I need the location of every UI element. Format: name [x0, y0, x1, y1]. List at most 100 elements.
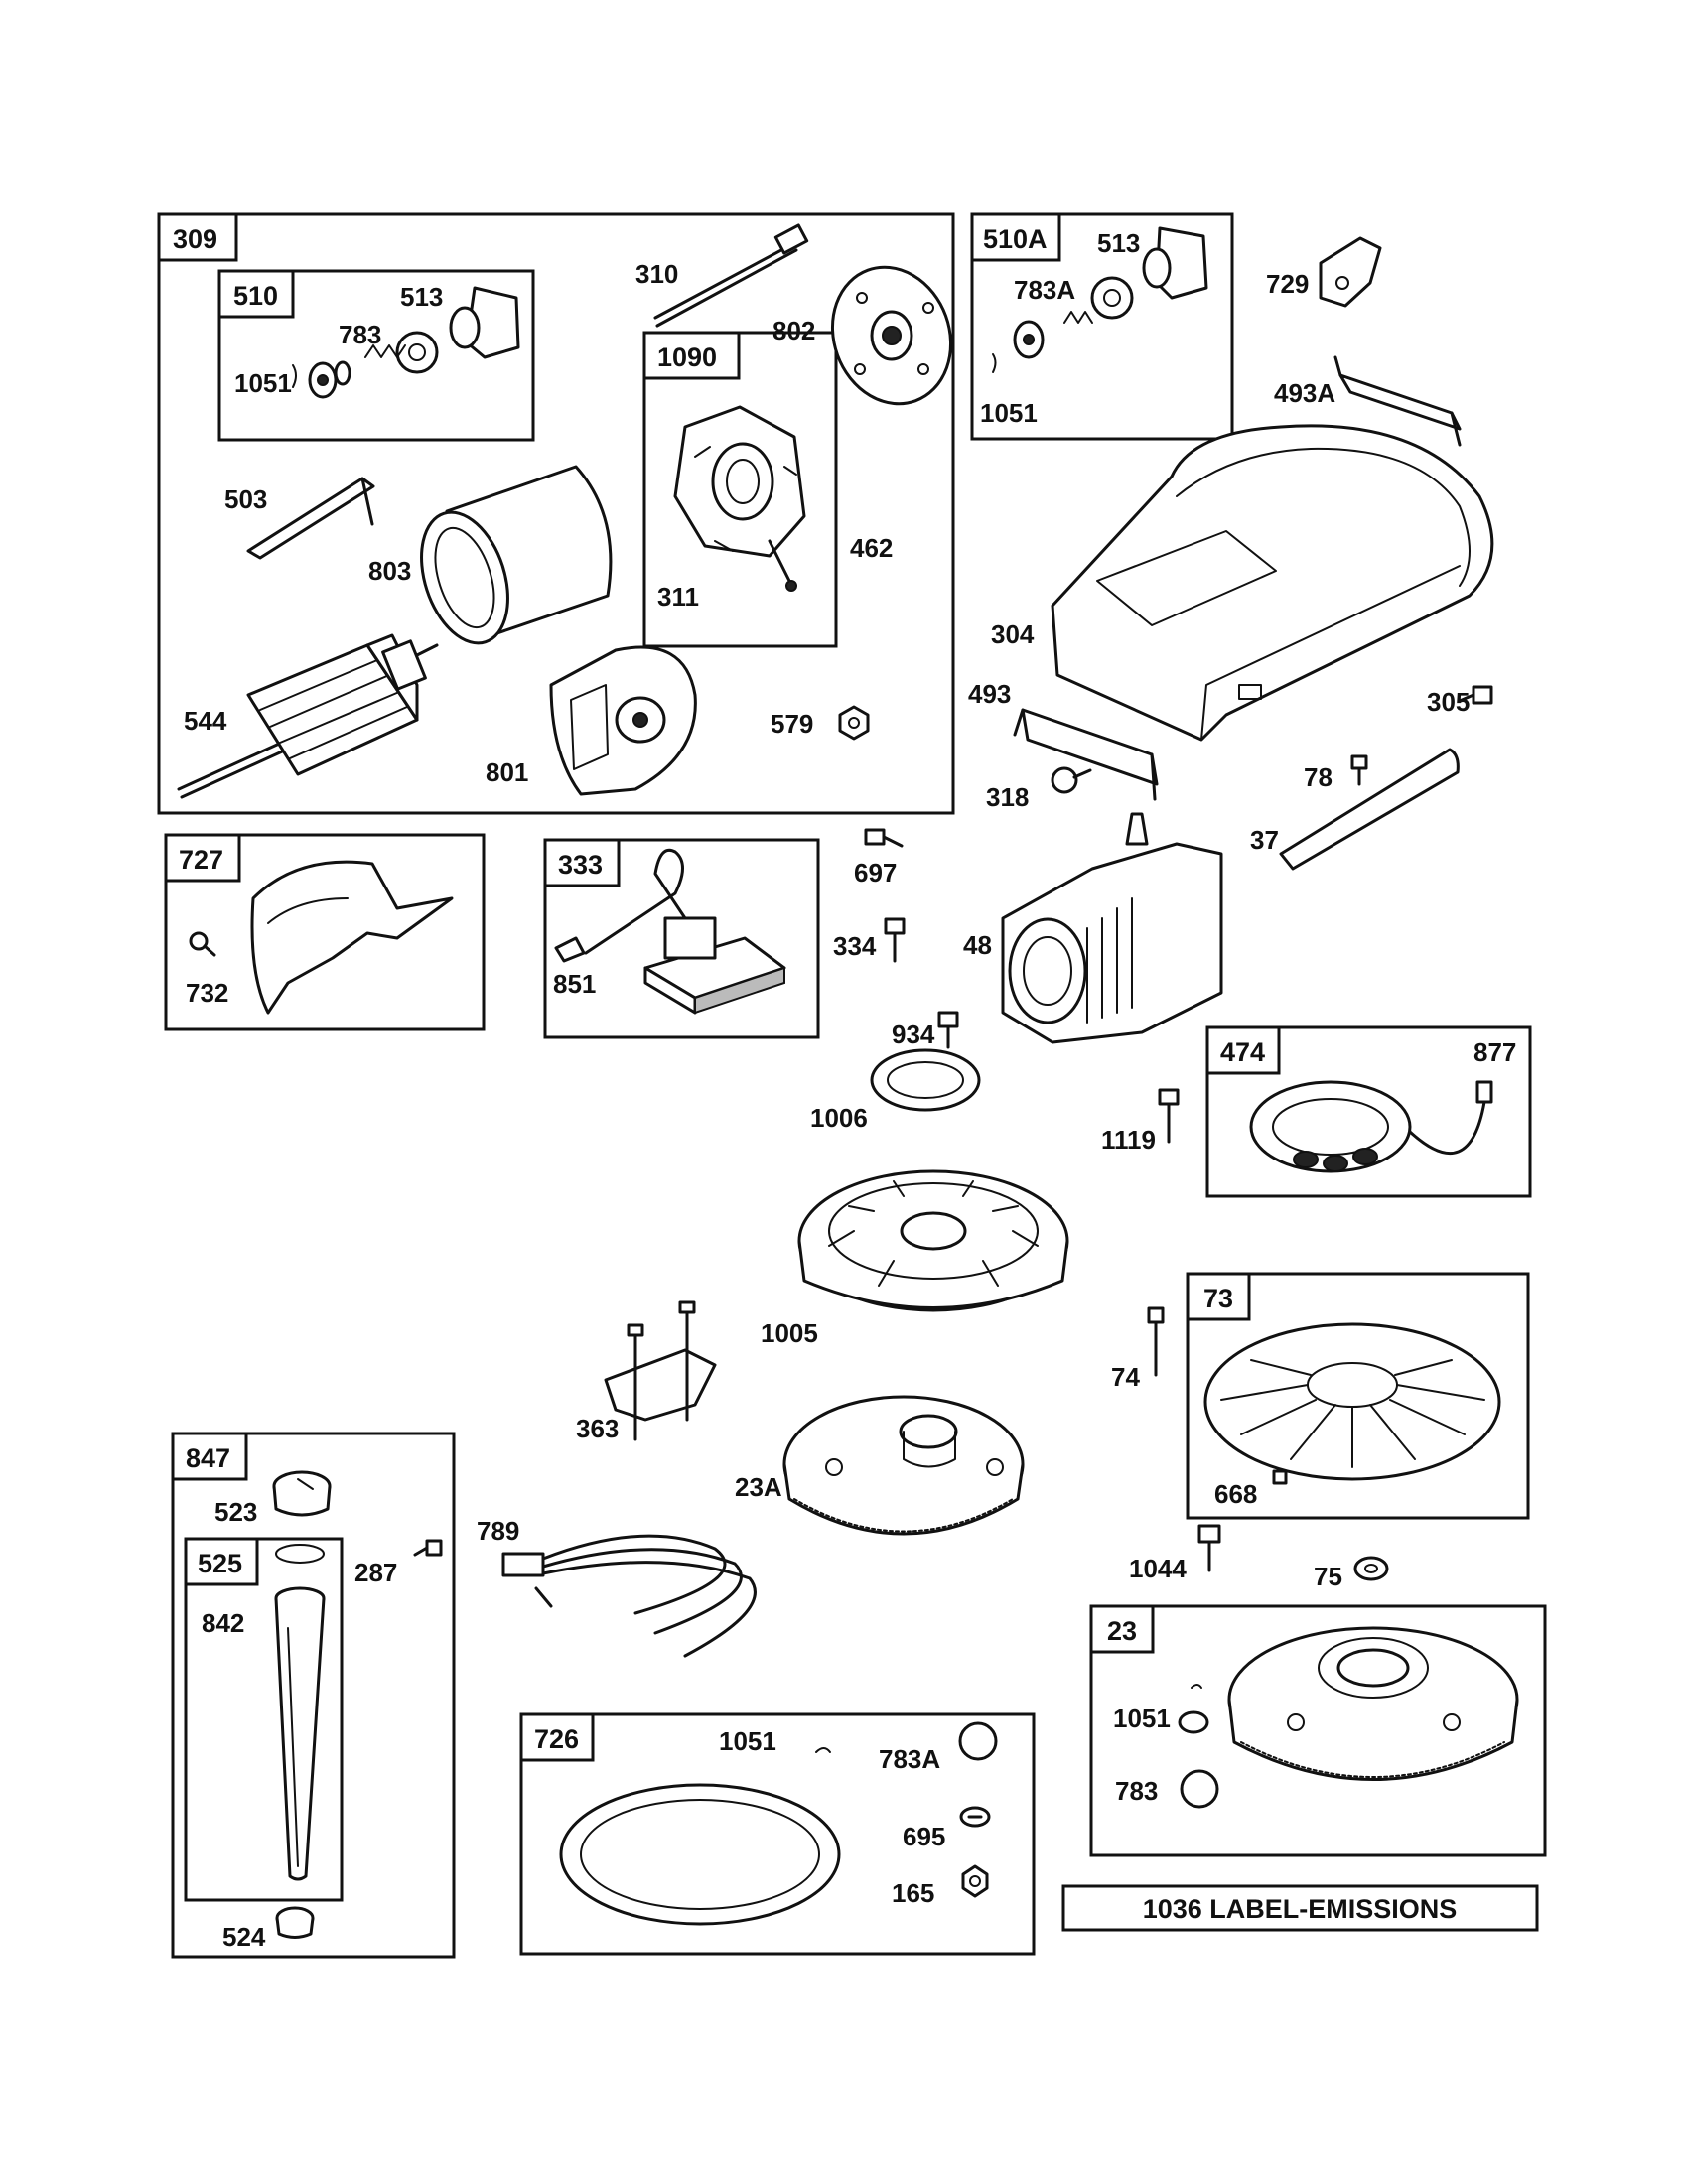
gear-783-23-drawing: [1180, 1769, 1219, 1809]
group-1090: 1090: [642, 331, 838, 648]
group-23-label: 23: [1107, 1616, 1137, 1646]
ring-1006-drawing: [870, 1048, 981, 1112]
housing-803-drawing: [420, 465, 613, 645]
bolt-310-drawing: [653, 223, 809, 328]
flywheel-23-drawing: [1227, 1626, 1519, 1781]
part-label-305: 305: [1427, 687, 1470, 717]
part-label-695: 695: [903, 1822, 945, 1851]
fan-1005-drawing: [797, 1169, 1069, 1312]
part-label-363: 363: [576, 1414, 619, 1443]
part-label-842: 842: [202, 1608, 244, 1638]
part-label-513: 513: [400, 282, 443, 312]
group-510a: 510A: [970, 212, 1234, 441]
group-474: 474: [1205, 1025, 1532, 1198]
group-727: 727: [164, 833, 486, 1031]
brush-holder-1090-drawing: [673, 405, 806, 592]
tube-525-drawing: [274, 1586, 326, 1881]
part-label-23a: 23A: [735, 1472, 782, 1502]
screw-74-drawing: [1147, 1306, 1165, 1377]
strap-503-drawing: [246, 477, 375, 560]
cap-523-drawing: [272, 1470, 332, 1517]
part-label-1051-510a: 1051: [980, 398, 1038, 428]
part-label-287: 287: [354, 1558, 397, 1587]
screw-934-drawing: [937, 1011, 959, 1049]
part-label-783a-bottom: 783A: [879, 1744, 940, 1774]
group-73: 73: [1186, 1272, 1530, 1520]
plug-524-drawing: [275, 1906, 315, 1939]
oring-842-drawing: [275, 1544, 325, 1564]
group-510-label: 510: [233, 281, 278, 311]
group-726-label: 726: [534, 1724, 579, 1754]
emissions-label-box: 1036 LABEL-EMISSIONS: [1061, 1884, 1539, 1932]
baffle-727-drawing: [189, 860, 454, 1015]
screw-78-drawing: [1350, 754, 1368, 786]
part-label-851: 851: [553, 969, 596, 999]
part-label-783: 783: [339, 320, 381, 349]
part-label-524: 524: [222, 1922, 266, 1952]
group-309-label: 309: [173, 224, 217, 254]
part-label-493a: 493A: [1274, 378, 1335, 408]
part-label-318: 318: [986, 782, 1029, 812]
group-1090-label: 1090: [657, 342, 717, 372]
nut-579-drawing: [838, 705, 870, 741]
group-726: 726: [519, 1712, 1036, 1956]
bracket-729-drawing: [1319, 236, 1382, 308]
end-plate-802-drawing: [830, 265, 953, 406]
screen-73-drawing: [1203, 1322, 1501, 1485]
part-label-1051-23: 1051: [1113, 1704, 1171, 1733]
strap-493a-drawing: [1333, 355, 1462, 447]
part-label-1051-726: 1051: [719, 1726, 776, 1756]
bracket-363-drawing: [604, 1300, 717, 1441]
part-label-1119: 1119: [1101, 1125, 1156, 1155]
group-525-label: 525: [198, 1549, 242, 1578]
part-label-1006: 1006: [810, 1103, 868, 1133]
group-333-label: 333: [558, 850, 603, 880]
gear-783a-bottom-drawing: [958, 1721, 998, 1761]
part-label-78: 78: [1304, 762, 1333, 792]
screw-1044-drawing: [1197, 1524, 1221, 1572]
nut-165-drawing: [961, 1864, 989, 1898]
group-847: 847: [171, 1432, 456, 1959]
group-73-label: 73: [1203, 1284, 1233, 1313]
part-label-783-23: 783: [1115, 1776, 1158, 1806]
part-label-513-510a: 513: [1097, 228, 1140, 258]
part-label-668: 668: [1214, 1479, 1257, 1509]
strap-37-drawing: [1279, 748, 1460, 871]
part-label-732: 732: [186, 978, 228, 1008]
screw-334-drawing: [884, 917, 906, 963]
part-label-1051: 1051: [234, 368, 292, 398]
washer-75-drawing: [1353, 1556, 1389, 1581]
part-label-37: 37: [1250, 825, 1279, 855]
group-525: 525: [184, 1537, 344, 1902]
blower-housing-304-drawing: [1051, 424, 1494, 742]
part-label-783a-top: 783A: [1014, 275, 1075, 305]
part-label-48: 48: [963, 930, 992, 960]
ring-gear-726-drawing: [559, 1747, 841, 1926]
part-label-75: 75: [1314, 1562, 1342, 1591]
emissions-label-text: 1036 LABEL-EMISSIONS: [1143, 1894, 1458, 1924]
part-label-877: 877: [1474, 1037, 1516, 1067]
bracket-493-drawing: [1013, 708, 1159, 801]
flywheel-23a-drawing: [782, 1395, 1025, 1536]
washer-1051-23-drawing: [1178, 1684, 1209, 1734]
part-label-803: 803: [368, 556, 411, 586]
group-23: 23: [1089, 1604, 1547, 1857]
armature-544-drawing: [177, 633, 439, 799]
part-label-697: 697: [854, 858, 897, 887]
part-label-74: 74: [1111, 1362, 1140, 1392]
wire-harness-789-drawing: [501, 1534, 757, 1658]
part-label-311: 311: [657, 582, 699, 612]
part-labels: 310 802 513 783 1051 503 803 311 462 544…: [184, 228, 1516, 1952]
group-333: 333: [543, 838, 820, 1039]
part-label-310: 310: [635, 259, 678, 289]
group-510: 510: [217, 269, 535, 442]
part-label-789: 789: [477, 1516, 519, 1546]
drive-kit-510-drawing: [292, 286, 520, 399]
ignition-coil-333-drawing: [554, 848, 786, 1015]
screw-318-drawing: [1051, 766, 1092, 794]
part-label-729: 729: [1266, 269, 1309, 299]
screw-287-drawing: [413, 1539, 443, 1557]
part-label-462: 462: [850, 533, 893, 563]
part-label-503: 503: [224, 484, 267, 514]
